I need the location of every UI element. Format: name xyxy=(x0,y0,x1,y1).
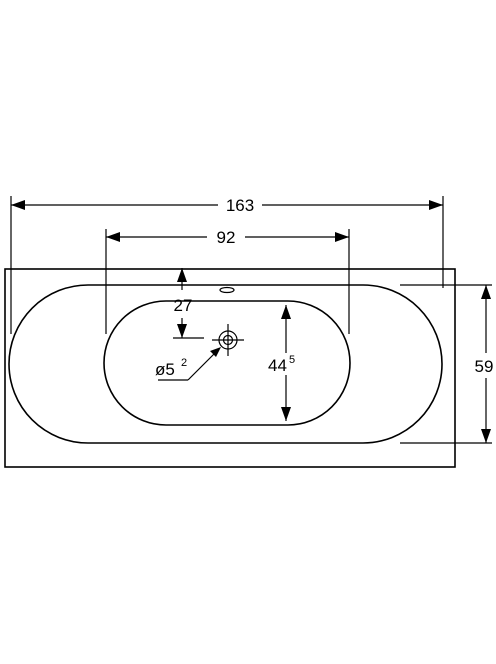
label-overall-width: 59 xyxy=(475,357,494,376)
drain-symbol xyxy=(212,324,244,356)
dimension-overall-length: 163 xyxy=(10,196,444,334)
dimension-bowl-width: 44 5 xyxy=(266,305,304,421)
label-bowl-length: 92 xyxy=(217,228,236,247)
tap-hole xyxy=(219,286,235,294)
label-overflow-diameter: ø5 xyxy=(155,360,175,379)
dimension-tap-offset: 27 xyxy=(173,268,204,339)
tub-outline xyxy=(4,268,456,468)
label-bowl-width: 44 xyxy=(268,356,287,375)
tub-bowl xyxy=(103,300,351,426)
tub-rim xyxy=(8,284,443,444)
dimension-overflow-diameter: ø5 2 xyxy=(155,347,221,381)
dimension-bowl-length: 92 xyxy=(105,228,350,334)
dimension-overall-width: 59 xyxy=(400,284,494,444)
label-bowl-width-sup: 5 xyxy=(289,354,295,366)
label-tap-offset: 27 xyxy=(174,296,193,315)
label-overflow-diameter-sup: 2 xyxy=(181,357,187,369)
label-overall-length: 163 xyxy=(226,196,254,215)
